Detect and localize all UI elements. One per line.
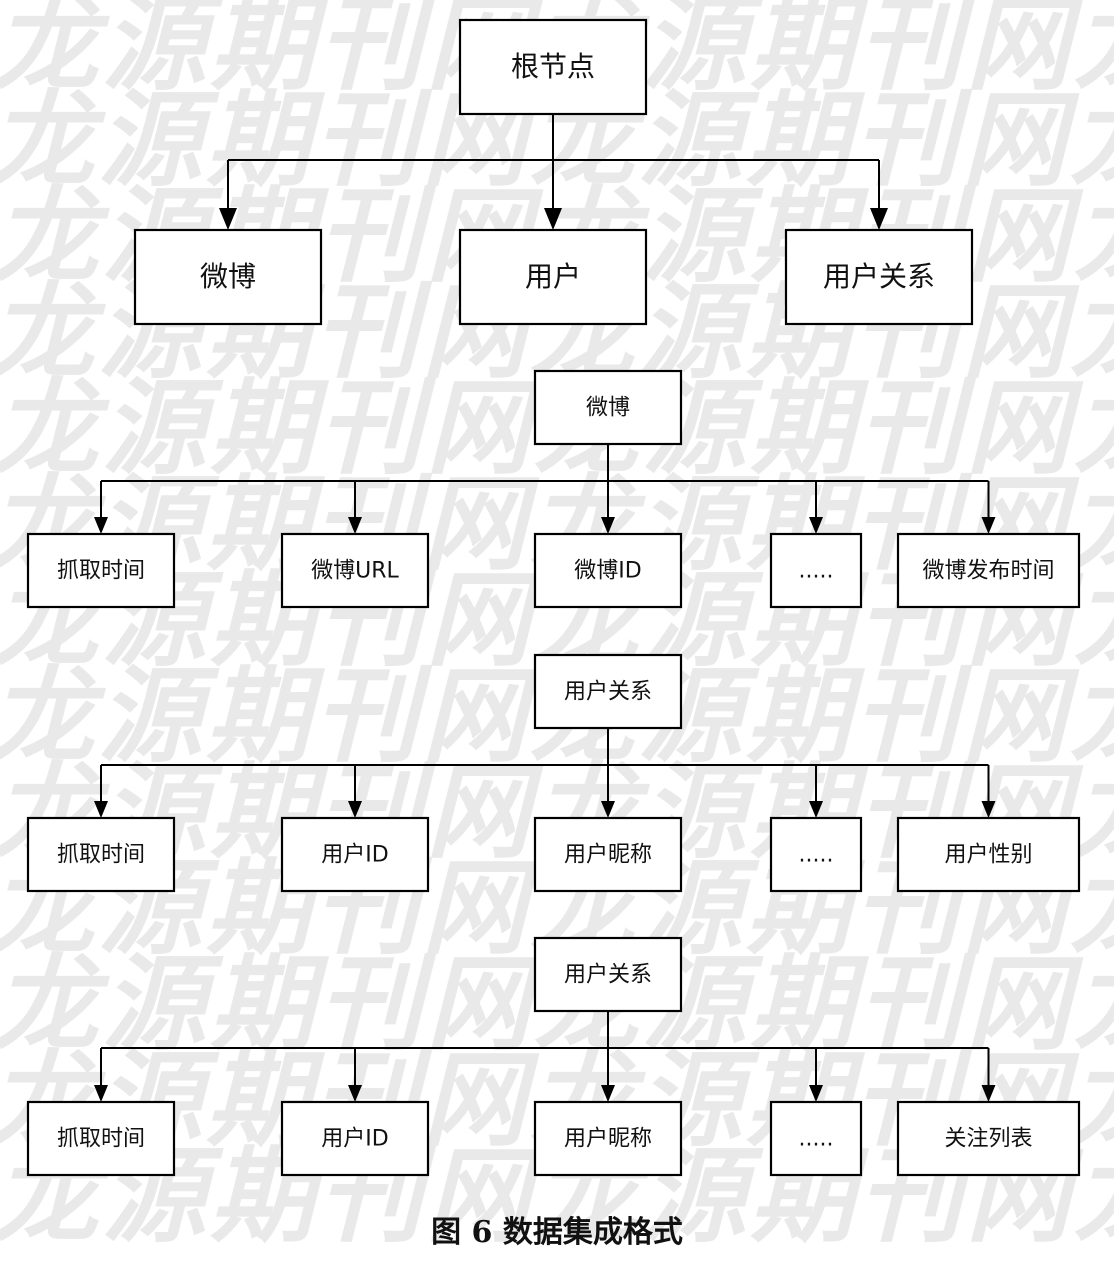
tree-3-child-node: ..... <box>769 816 863 893</box>
tree-4-arrow-head <box>981 1085 996 1102</box>
figure-caption: 图 6 数据集成格式 <box>431 1215 683 1250</box>
tree-2-child-node-label: ..... <box>799 559 834 584</box>
tree-4-arrow-head <box>94 1085 108 1102</box>
tree-3-child-node-label: 用户性别 <box>944 843 1032 868</box>
tree-2-arrow-head <box>601 517 615 534</box>
tree-3-arrow-head <box>809 801 823 818</box>
tree-2-child-node-border <box>280 532 430 609</box>
tree-4-child-node-border <box>280 1100 430 1177</box>
tree-3-child-node-label: 用户ID <box>321 843 388 868</box>
tree-3-child-node: 抓取时间 <box>26 816 176 893</box>
tree-4-child-node: 用户ID <box>280 1100 430 1177</box>
tree-4-arrow-head <box>601 1085 615 1102</box>
tree-2-parent-node: 微博 <box>533 369 683 446</box>
tree-3-arrow-head <box>348 801 362 818</box>
tree-4-child-node-border <box>769 1100 863 1177</box>
tree-2-child-node-label: 微博URL <box>311 559 399 584</box>
tree-4-child-node-label: 用户昵称 <box>564 1127 652 1152</box>
tree-4-child-node-border <box>896 1100 1081 1177</box>
tree-3-arrow-head <box>601 801 615 818</box>
tree-3-child-node-border <box>280 816 430 893</box>
tree-4-child-node-label: 用户ID <box>321 1127 388 1152</box>
tree-3-child-node-border <box>769 816 863 893</box>
tree-2-parent-node-border <box>533 369 683 446</box>
tree-1-parent-node-label: 根节点 <box>511 50 595 83</box>
tree-1-parent-node-border <box>458 18 648 116</box>
tree-1-child-node-border <box>784 228 974 326</box>
tree-2-child-node: ..... <box>769 532 863 609</box>
tree-2-child-node: 抓取时间 <box>26 532 176 609</box>
tree-2-child-node-border <box>896 532 1081 609</box>
tree-3-parent-node-label: 用户关系 <box>564 680 652 705</box>
tree-2-child-node-label: 抓取时间 <box>57 559 145 584</box>
tree-2-child-node-border <box>769 532 863 609</box>
tree-3-parent-node-border <box>533 653 683 730</box>
tree-3-arrow-head <box>94 801 108 818</box>
tree-4-parent-node-label: 用户关系 <box>564 963 652 988</box>
tree-4-parent-node-border <box>533 936 683 1013</box>
tree-3-child-node-border <box>896 816 1081 893</box>
tree-1-child-node-label: 用户关系 <box>823 260 935 293</box>
tree-1-arrow-head <box>870 208 888 230</box>
tree-4-arrow-head <box>809 1085 823 1102</box>
tree-2-child-node-label: 微博ID <box>574 559 641 584</box>
tree-2-parent-node-label: 微博 <box>586 396 630 421</box>
tree-1-arrow-head <box>544 208 562 230</box>
tree-4-child-node-label: 关注列表 <box>944 1127 1032 1152</box>
tree-1-child-node-label: 微博 <box>200 260 256 293</box>
tree-3-arrow-head <box>981 801 996 818</box>
edges <box>94 114 996 1102</box>
tree-3-child-node-border <box>533 816 683 893</box>
tree-2-child-node-label: 微博发布时间 <box>922 559 1054 584</box>
tree-1-parent-node: 根节点 <box>458 18 648 116</box>
tree-3-child-node-border <box>26 816 176 893</box>
tree-2-arrow-head <box>981 517 996 534</box>
tree-1-child-node: 微博 <box>133 228 323 326</box>
tree-4-child-node-border <box>26 1100 176 1177</box>
tree-2-child-node-border <box>26 532 176 609</box>
tree-4-child-node: 抓取时间 <box>26 1100 176 1177</box>
tree-3-child-node: 用户性别 <box>896 816 1081 893</box>
tree-2-child-node: 微博ID <box>533 532 683 609</box>
tree-2-child-node-border <box>533 532 683 609</box>
tree-1-arrow-head <box>219 208 237 230</box>
tree-2-child-node: 微博发布时间 <box>896 532 1081 609</box>
tree-4-parent-node: 用户关系 <box>533 936 683 1013</box>
tree-4-child-node-label: 抓取时间 <box>57 1127 145 1152</box>
tree-1-child-node: 用户关系 <box>784 228 974 326</box>
tree-2-arrow-head <box>348 517 362 534</box>
tree-3-child-node: 用户昵称 <box>533 816 683 893</box>
tree-3-child-node: 用户ID <box>280 816 430 893</box>
tree-3-child-node-label: 抓取时间 <box>57 843 145 868</box>
tree-2-child-node: 微博URL <box>280 532 430 609</box>
tree-2-arrow-head <box>809 517 823 534</box>
tree-4-child-node: ..... <box>769 1100 863 1177</box>
tree-4-child-node-label: ..... <box>799 1127 834 1152</box>
tree-2-arrow-head <box>94 517 108 534</box>
tree-4-arrow-head <box>348 1085 362 1102</box>
tree-4-child-node-border <box>533 1100 683 1177</box>
tree-3-child-node-label: ..... <box>799 843 834 868</box>
tree-1-child-node-border <box>133 228 323 326</box>
tree-4-child-node: 用户昵称 <box>533 1100 683 1177</box>
tree-1-child-node-border <box>458 228 648 326</box>
tree-1-child-node-label: 用户 <box>525 260 581 293</box>
tree-3-parent-node: 用户关系 <box>533 653 683 730</box>
tree-1-child-node: 用户 <box>458 228 648 326</box>
tree-4-child-node: 关注列表 <box>896 1100 1081 1177</box>
tree-3-child-node-label: 用户昵称 <box>564 843 652 868</box>
